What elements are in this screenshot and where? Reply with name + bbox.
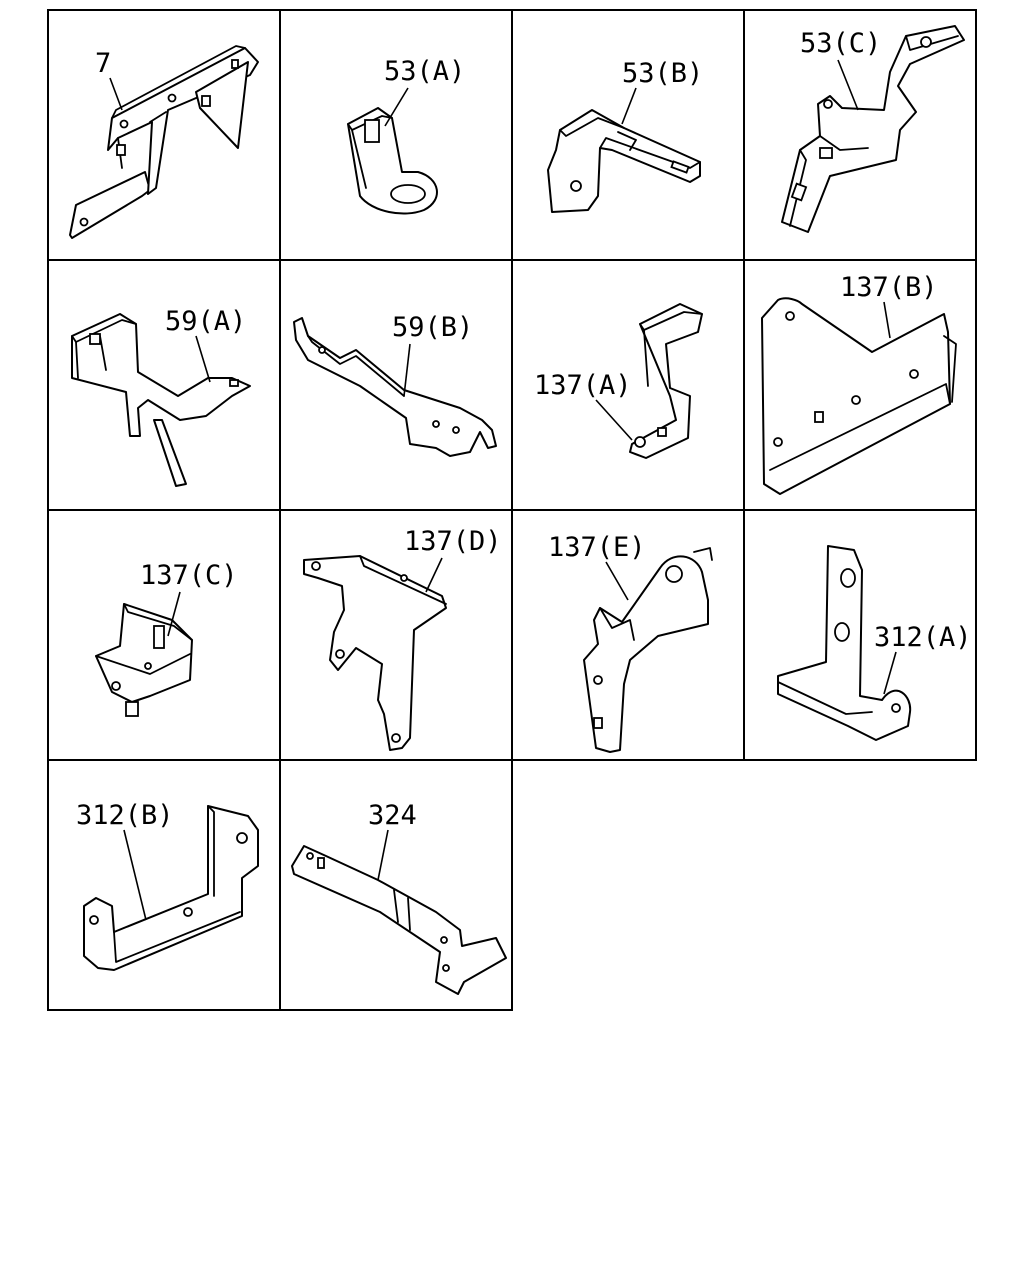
bracket-53a-drawing: [347, 107, 438, 215]
leader-59b: [403, 343, 411, 397]
bracket-59a-drawing: [71, 313, 251, 487]
callout-137d: 137(D): [404, 526, 502, 557]
callout-137c: 137(C): [140, 560, 238, 591]
callout-312a: 312(A): [874, 622, 972, 653]
callout-312b: 312(B): [76, 800, 174, 831]
bracket-312a-drawing: [777, 545, 912, 741]
leader-59a: [195, 335, 211, 383]
leader-53c: [837, 59, 859, 111]
leader-312a: [883, 651, 897, 695]
leader-137a: [595, 399, 633, 441]
cell-312b: [47, 759, 281, 1011]
bracket-137e-drawing: [583, 547, 713, 753]
bracket-59b-drawing: [293, 317, 497, 457]
callout-53c: 53(C): [800, 28, 881, 59]
bracket-137d-drawing: [303, 555, 447, 751]
bracket-53c-drawing: [781, 25, 965, 233]
bracket-312b-drawing: [83, 805, 259, 971]
leader-137e: [605, 561, 629, 601]
callout-137a: 137(A): [534, 370, 632, 401]
bracket-7-drawing: [69, 45, 259, 239]
leader-53a: [384, 87, 409, 127]
bracket-137c-drawing: [95, 603, 193, 717]
bracket-53b-drawing: [547, 109, 701, 213]
callout-137e: 137(E): [548, 532, 646, 563]
grid: [47, 9, 977, 1011]
leader-324: [377, 829, 389, 881]
bracket-324-drawing: [291, 845, 507, 995]
leader-53b: [621, 87, 637, 125]
bracket-137a-drawing: [629, 303, 703, 459]
callout-7: 7: [95, 48, 111, 79]
cell-324: [279, 759, 513, 1011]
leader-7: [109, 77, 123, 111]
callout-137b: 137(B): [840, 272, 938, 303]
leader-312b: [123, 829, 147, 921]
cell-312a: [743, 509, 977, 761]
leader-137b: [883, 301, 891, 339]
leader-137c: [167, 591, 181, 637]
callout-324: 324: [368, 800, 417, 831]
callout-53a: 53(A): [384, 56, 465, 87]
callout-59b: 59(B): [392, 312, 473, 343]
bracket-137b-drawing: [761, 297, 957, 495]
leader-137d: [425, 557, 443, 593]
callout-53b: 53(B): [622, 58, 703, 89]
callout-59a: 59(A): [165, 306, 246, 337]
